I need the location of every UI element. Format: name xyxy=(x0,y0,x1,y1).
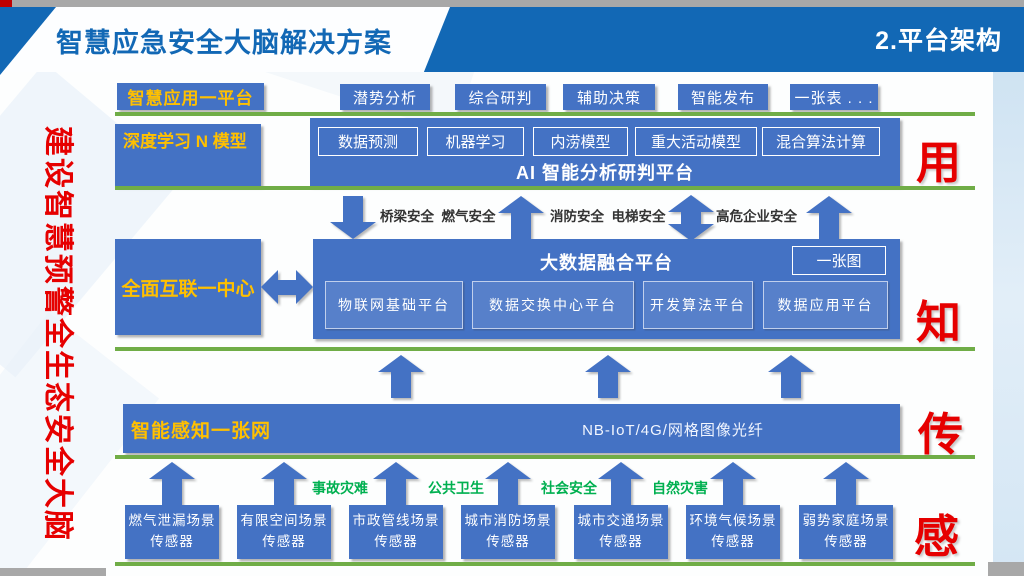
sensor-box-municipal-pipeline: 市政管线场景传感器 xyxy=(349,505,443,559)
footer-strip-right xyxy=(988,562,1024,576)
network-layer-box: 智能感知一张网 NB-IoT/4G/网格图像光纤 xyxy=(123,404,900,453)
ai-platform-box: 数据预测 机器学习 内涝模型 重大活动模型 混合算法计算 AI 智能分析研判平台 xyxy=(310,118,900,186)
section-label: 2.平台架构 xyxy=(875,27,1002,55)
side-char-yong: 用 xyxy=(916,137,962,188)
separator-line-2 xyxy=(115,186,975,190)
platform-box-data-exchange: 数据交换中心平台 xyxy=(472,281,634,329)
sensor-box-confined-space: 有限空间场景传感器 xyxy=(237,505,331,559)
arrow-up-icon xyxy=(598,462,644,505)
model-box-machine-learning: 机器学习 xyxy=(427,127,524,156)
one-map-box: 一张图 xyxy=(792,246,886,275)
app-layer-label: 智慧应用一平台 xyxy=(117,83,264,110)
fusion-platform-box: 大数据融合平台 一张图 物联网基础平台 数据交换中心平台 开发算法平台 数据应用… xyxy=(313,239,900,339)
app-button-fuzhu: 辅助决策 xyxy=(563,84,655,110)
side-char-chuan: 传 xyxy=(918,409,964,460)
arrow-label-high-risk: 高危企业安全 xyxy=(716,209,797,224)
category-label-natural-disaster: 自然灾害 xyxy=(652,480,708,496)
arrow-up-icon xyxy=(485,462,531,505)
arrow-up-icon xyxy=(373,462,419,505)
ai-platform-title: AI 智能分析研判平台 xyxy=(515,163,694,183)
arrow-down-icon xyxy=(330,196,376,239)
separator-line-1 xyxy=(115,112,975,116)
app-button-yizhangbiao: 一张表 . . . xyxy=(790,84,878,110)
arrow-label-bridge-gas: 桥梁安全 燃气安全 xyxy=(380,209,496,224)
arrow-up-icon xyxy=(823,462,869,505)
sensor-box-city-traffic: 城市交通场景传感器 xyxy=(574,505,668,559)
header-title-banner xyxy=(0,7,450,72)
model-box-waterlogging: 内涝模型 xyxy=(533,127,628,156)
arrow-up-icon xyxy=(806,196,852,239)
arrow-label-fire-elevator: 消防安全 电梯安全 xyxy=(550,209,666,224)
top-strip-red-accent xyxy=(0,0,12,7)
sensor-box-environment-climate: 环境气候场景传感器 xyxy=(686,505,780,559)
sensor-box-gas-leak: 燃气泄漏场景传感器 xyxy=(125,505,219,559)
network-layer-tech: NB-IoT/4G/网格图像光纤 xyxy=(582,422,764,439)
side-char-zhi: 知 xyxy=(916,297,962,348)
separator-line-3 xyxy=(115,347,975,351)
app-button-zonghe: 综合研判 xyxy=(455,84,546,110)
category-label-social-safety: 社会安全 xyxy=(541,480,597,496)
category-label-accident: 事故灾难 xyxy=(312,480,368,496)
top-strip xyxy=(0,0,1024,7)
app-button-qianshi: 潜势分析 xyxy=(340,84,430,110)
arrow-up-icon xyxy=(710,462,756,505)
arrow-up-icon xyxy=(585,355,631,398)
arrow-updown-icon xyxy=(668,195,714,241)
slide-title: 智慧应急安全大脑解决方案 xyxy=(56,28,392,58)
side-char-gan: 感 xyxy=(914,511,960,562)
separator-line-5 xyxy=(115,562,975,566)
model-box-major-event: 重大活动模型 xyxy=(635,127,757,156)
model-box-data-forecast: 数据预测 xyxy=(318,127,418,156)
model-box-hybrid-algorithm: 混合算法计算 xyxy=(762,127,880,156)
vertical-slogan: 建设智慧预警全生态安全大脑 xyxy=(41,126,74,542)
fusion-platform-title: 大数据融合平台 xyxy=(540,253,673,273)
footer-strip-left xyxy=(0,568,106,576)
sensor-box-city-fire: 城市消防场景传感器 xyxy=(461,505,555,559)
background-right-band xyxy=(993,72,1024,576)
model-layer-label: 深度学习 N 模型 xyxy=(115,124,261,186)
arrow-up-icon xyxy=(498,196,544,239)
network-layer-label: 智能感知一张网 xyxy=(131,421,272,442)
platform-box-algorithm-dev: 开发算法平台 xyxy=(643,281,753,329)
fusion-layer-label: 全面互联一中心 xyxy=(115,239,261,335)
platform-box-data-app: 数据应用平台 xyxy=(763,281,888,329)
sensor-box-vulnerable-family: 弱势家庭场景传感器 xyxy=(799,505,893,559)
arrow-leftright-icon xyxy=(261,270,313,304)
category-label-public-health: 公共卫生 xyxy=(428,480,484,496)
arrow-up-icon xyxy=(768,355,814,398)
app-button-zhineng: 智能发布 xyxy=(678,84,768,110)
platform-box-iot: 物联网基础平台 xyxy=(325,281,463,329)
arrow-up-icon xyxy=(378,355,424,398)
arrow-up-icon xyxy=(261,462,307,505)
arrow-up-icon xyxy=(149,462,195,505)
separator-line-4 xyxy=(115,455,975,459)
